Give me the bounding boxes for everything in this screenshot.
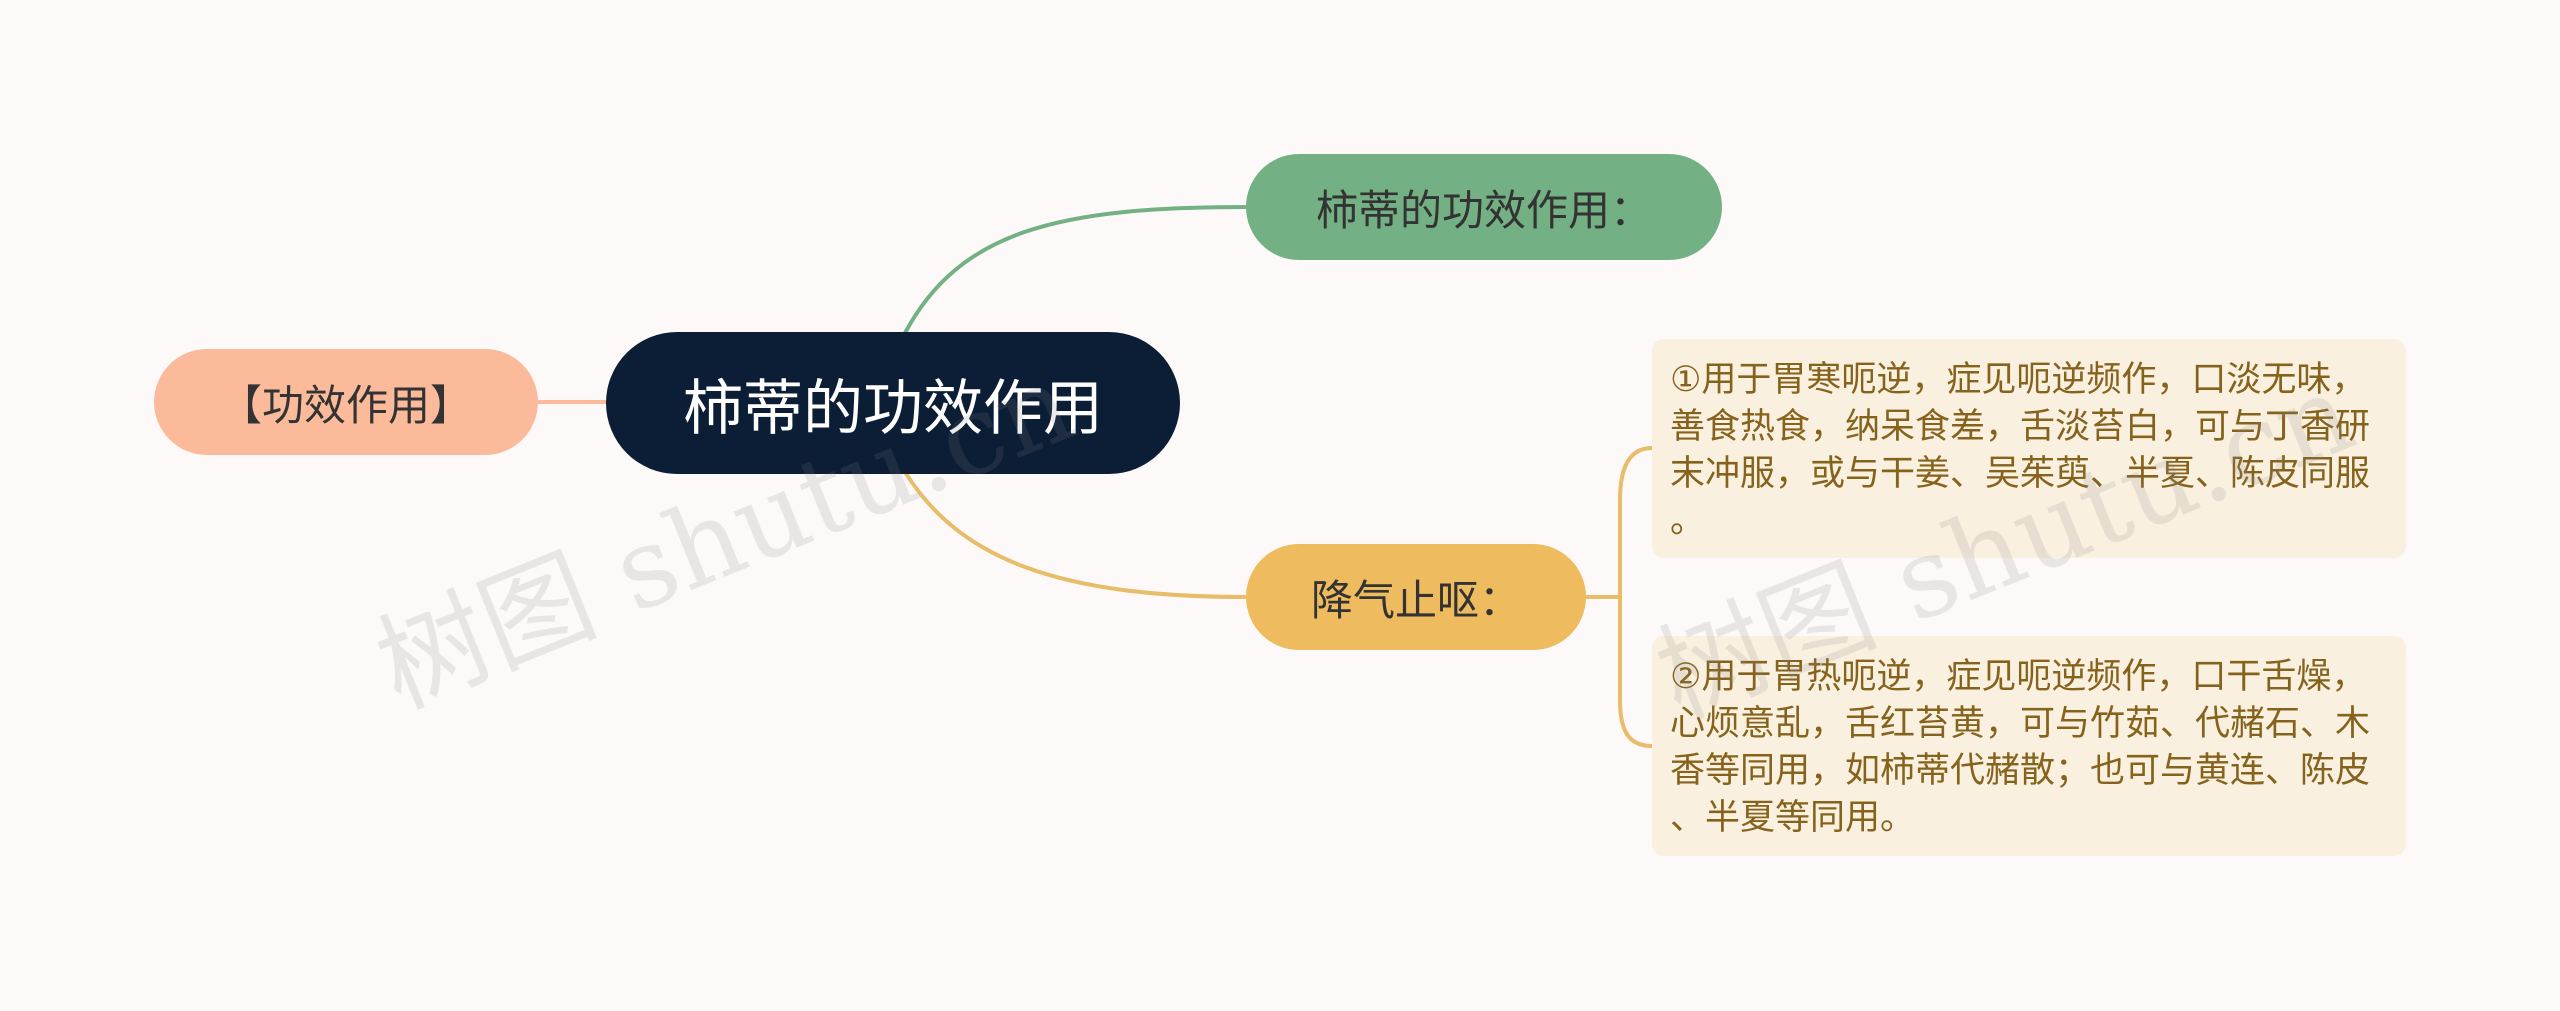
left-branch-label: 【功效作用】 [219,380,472,430]
branch-label-antiemetic: 降气止呕： [1310,575,1521,625]
leaf-text-line: 香等同用，如柿蒂代赭散；也可与黄连、陈皮 [1670,751,2371,791]
branch-node-antiemetic[interactable]: 降气止呕： [1246,544,1586,650]
branch-label-effects: 柿蒂的功效作用： [1315,185,1652,235]
leaf-text-line: ②用于胃热呃逆，症见呃逆频作，口干舌燥， [1670,657,2367,697]
branch-node-effects[interactable]: 柿蒂的功效作用： [1246,154,1722,260]
connector-leaf-2 [1618,597,1653,748]
central-topic-node[interactable]: 柿蒂的功效作用 [606,332,1180,474]
leaf-text-line: 。 [1670,501,1706,541]
central-topic-label: 柿蒂的功效作用 [683,373,1103,444]
leaf-text-line: 善食热食，纳呆食差，舌淡苔白，可与丁香研 [1670,407,2371,447]
leaf-text-line: 、半夏等同用。 [1670,798,1916,838]
leaf-node-stomach-cold[interactable]: ①用于胃寒呃逆，症见呃逆频作，口淡无味， 善食热食，纳呆食差，舌淡苔白，可与丁香… [1652,339,2406,558]
connector-leaf-1 [1618,446,1653,597]
leaf-text-line: 末冲服，或与干姜、吴茱萸、半夏、陈皮同服 [1670,454,2371,494]
left-branch-node[interactable]: 【功效作用】 [154,349,538,455]
leaf-node-stomach-heat[interactable]: ②用于胃热呃逆，症见呃逆频作，口干舌燥， 心烦意乱，舌红苔黄，可与竹茹、代赭石、… [1652,636,2406,856]
leaf-text-line: ①用于胃寒呃逆，症见呃逆频作，口淡无味， [1670,360,2367,400]
leaf-text-line: 心烦意乱，舌红苔黄，可与竹茹、代赭石、木 [1670,704,2371,744]
connector-yellow [903,470,1247,599]
connector-green [903,205,1247,334]
